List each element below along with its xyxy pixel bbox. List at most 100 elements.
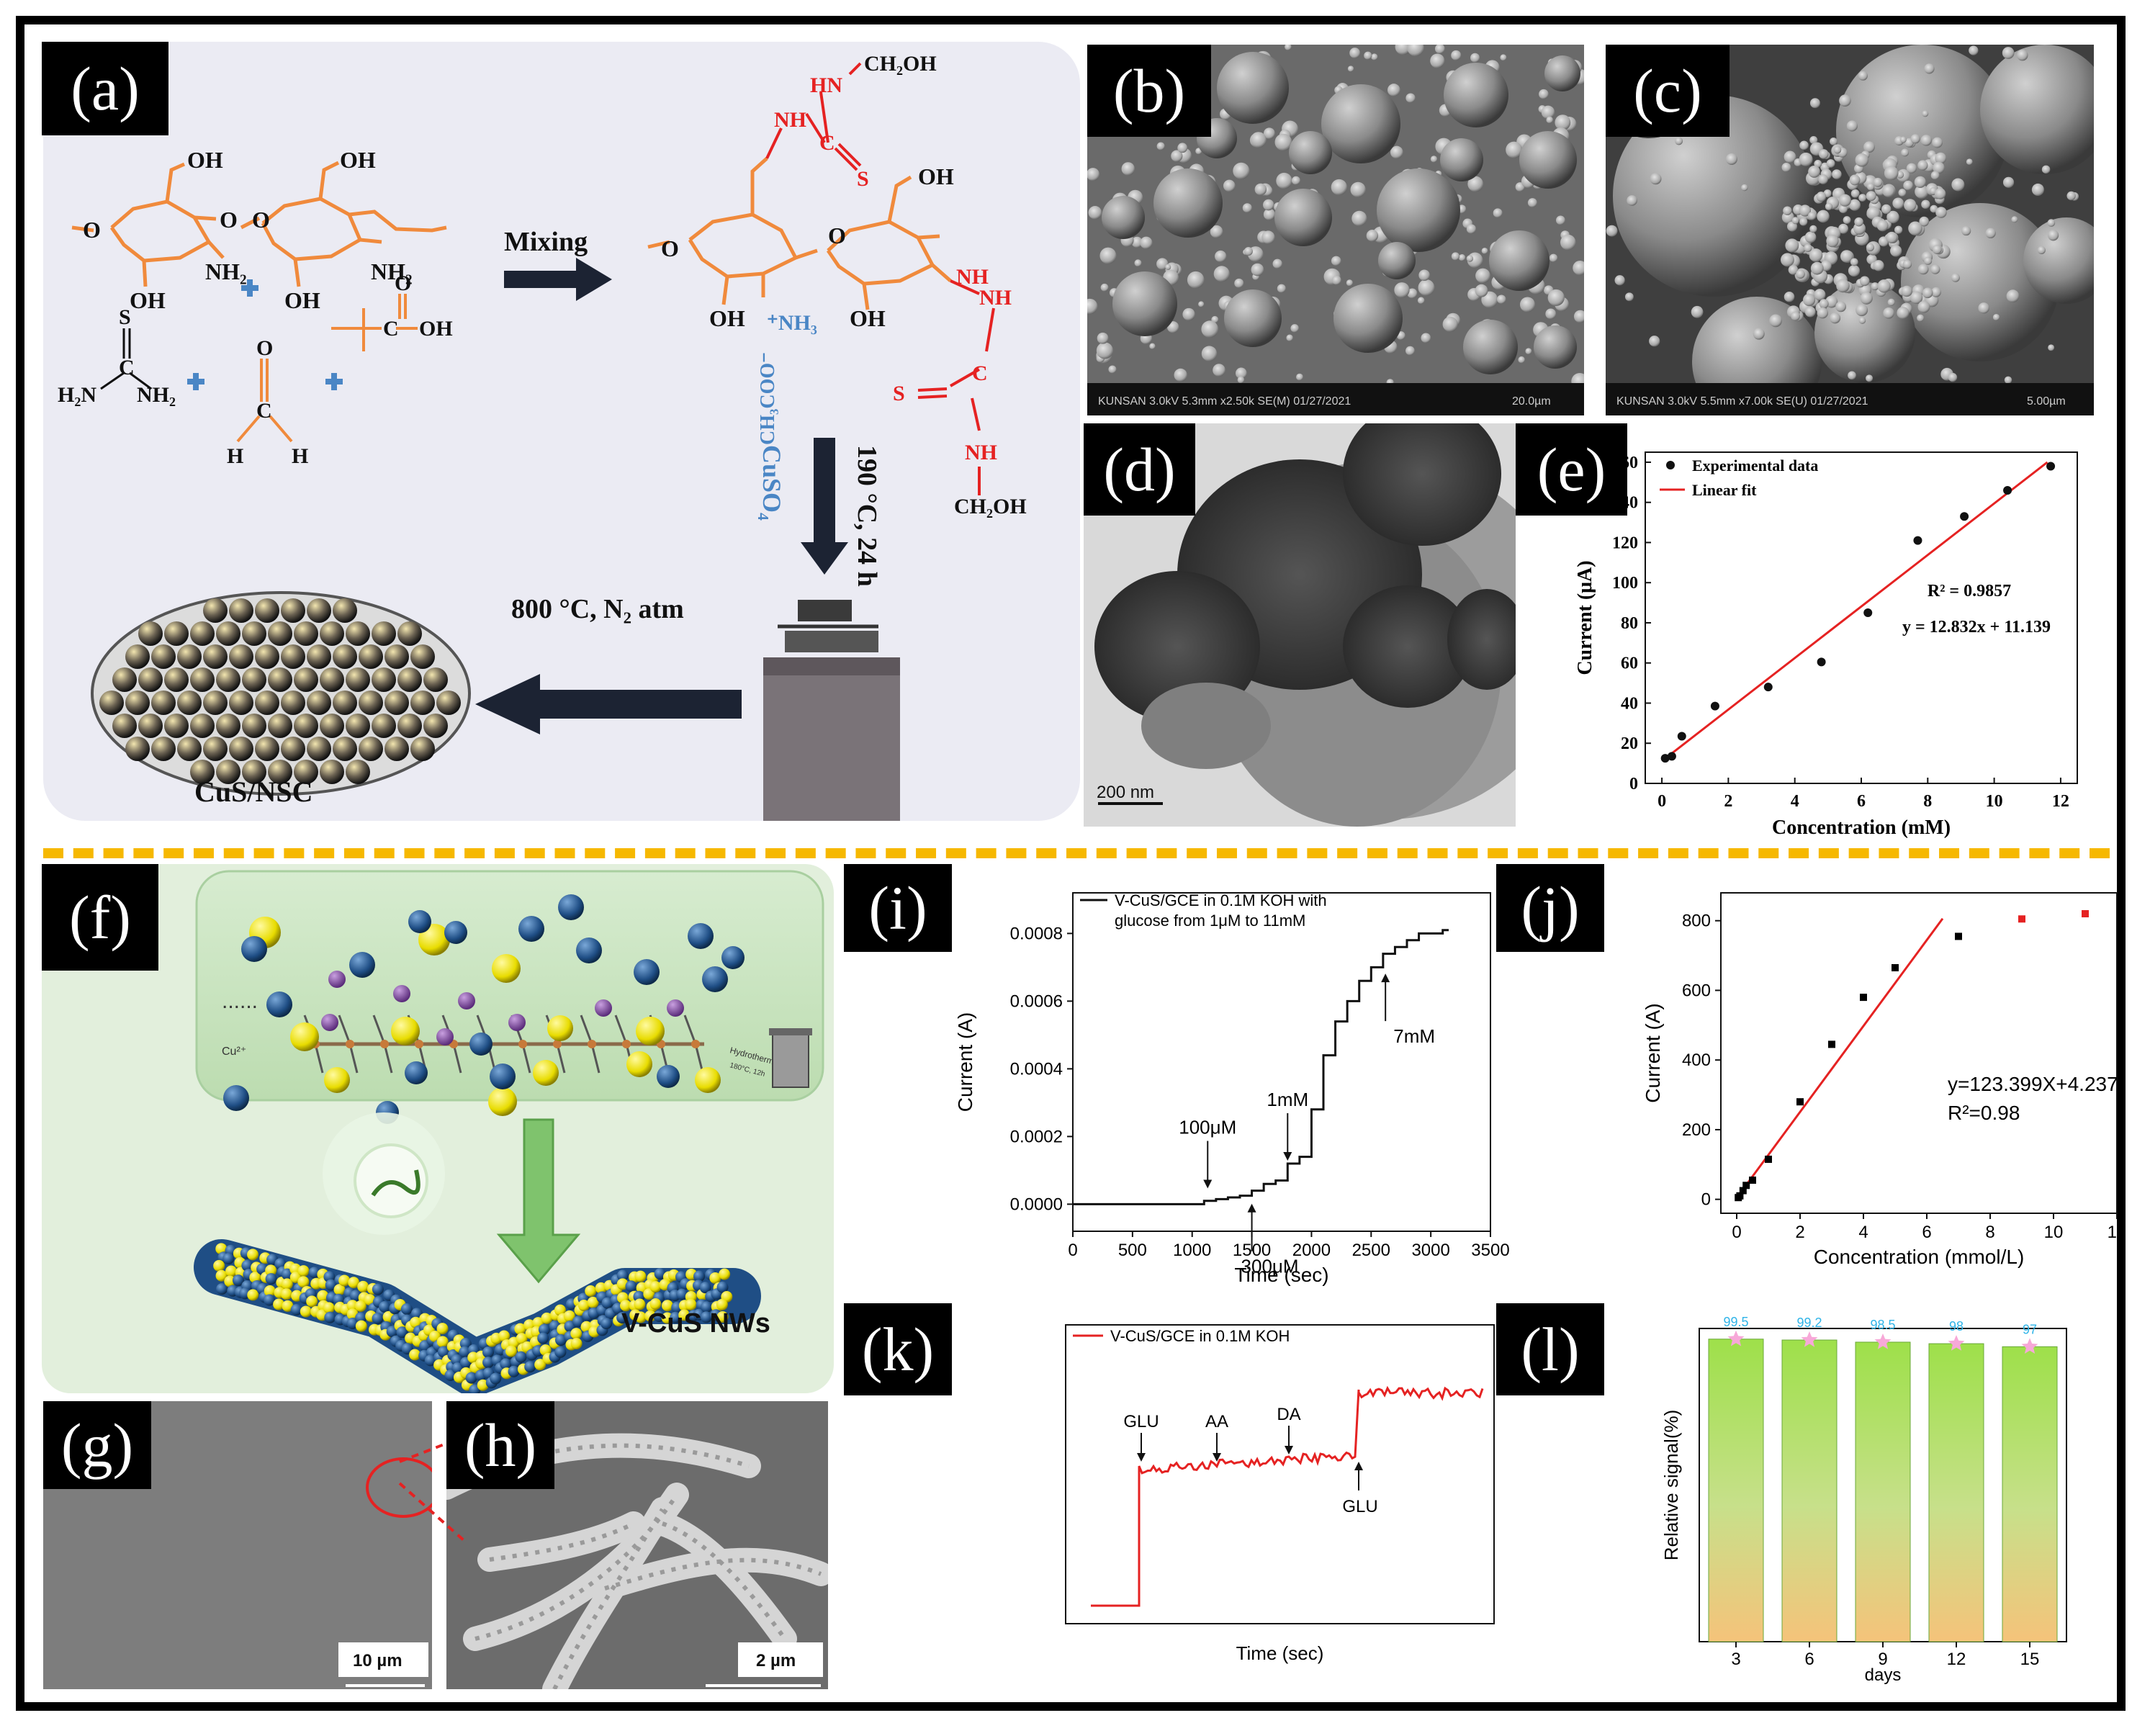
side-chain <box>683 1015 697 1045</box>
sem-particle <box>1840 250 1853 263</box>
sem-particle <box>1573 310 1584 323</box>
sem-particle <box>2066 191 2076 201</box>
nanoparticle-icon <box>138 667 163 692</box>
sem-particle <box>1799 152 1813 166</box>
vanadium-atom-icon <box>458 992 475 1009</box>
sem-particle <box>2011 216 2018 223</box>
nanowire-atom <box>482 1357 495 1369</box>
sem-particle <box>1769 314 1782 328</box>
sem-particle <box>1263 208 1275 220</box>
side-chain <box>580 1015 593 1045</box>
sem-particle <box>1802 293 1816 307</box>
scheme-f-dots: ...... <box>222 989 258 1013</box>
nanowire-atom <box>355 1320 367 1332</box>
sem-particle <box>1286 334 1293 341</box>
sem-particle <box>1121 162 1135 176</box>
sem-particle <box>1858 317 1866 324</box>
ch3coo-label: CH₃COO⁻ <box>757 352 779 445</box>
sem-microsphere <box>1217 52 1289 124</box>
nanoparticle-icon <box>281 598 305 623</box>
sem-particle <box>1934 188 1946 199</box>
s-right: S <box>893 382 905 405</box>
sem-particle <box>1331 256 1341 266</box>
x-tick-label: 0 <box>1068 1241 1077 1260</box>
backbone-node <box>588 1040 596 1048</box>
fit-line <box>1664 461 2048 760</box>
vanadium-atom-icon <box>321 1014 338 1031</box>
sem-particle <box>1366 230 1379 242</box>
sem-particle <box>1924 256 1933 265</box>
label-a: (a) <box>42 42 168 135</box>
sem-particle <box>1884 166 1899 181</box>
nanowire-atom <box>625 1280 637 1292</box>
sem-particle <box>1481 248 1488 254</box>
nanoparticle-icon <box>203 691 228 715</box>
sem-particle <box>1250 132 1267 148</box>
nanowire-atom <box>300 1305 312 1318</box>
sem-particle <box>1966 158 1973 166</box>
sem-particle <box>1156 142 1165 150</box>
nanoparticle-icon <box>346 621 370 646</box>
nanowire-atom <box>213 1259 225 1272</box>
o-left: O <box>661 235 679 261</box>
ch2oh-bottom: CH₂OH <box>954 495 1027 518</box>
nanoparticle-icon <box>242 621 266 646</box>
nanowire-atom <box>265 1273 277 1285</box>
sem-particle <box>1237 376 1245 384</box>
label-c: (c) <box>1606 45 1730 137</box>
thiourea-graft <box>765 91 995 431</box>
sem-particle <box>1350 181 1366 198</box>
sem-particle <box>1166 321 1179 333</box>
sem-particle <box>1809 248 1823 262</box>
nanowire-atom <box>498 1330 510 1342</box>
arrow-head <box>1137 1453 1146 1462</box>
sem-particle <box>1839 94 1851 107</box>
scheme-o-3: O <box>252 207 270 233</box>
nanowire-atom <box>264 1285 276 1297</box>
bar <box>1855 1341 1911 1642</box>
sem-particle <box>1458 254 1466 261</box>
legend-label: V-CuS/GCE in 0.1M KOH with <box>1115 891 1327 909</box>
sem-particle <box>1470 53 1480 63</box>
sem-particle <box>1804 243 1812 252</box>
nanowire-atom <box>247 1289 259 1301</box>
nanoparticle-icon <box>216 621 240 646</box>
acetic-acid <box>331 294 418 351</box>
nanowire-fiber <box>650 1511 797 1651</box>
vanadium-atom-icon <box>595 999 612 1017</box>
sem-particle <box>1850 189 1860 198</box>
scheme-oh-3: OH <box>340 147 376 173</box>
nanoparticle-icon <box>229 691 253 715</box>
sem-particle <box>1177 143 1188 153</box>
scheme-f-ion: Cu²⁺ <box>222 1045 246 1058</box>
nanoparticle-icon <box>333 737 357 761</box>
nh3-label: ⁺NH₃ <box>767 311 817 335</box>
sem-particle <box>1951 273 1960 282</box>
nanoparticle-icon <box>359 737 383 761</box>
sem-particle <box>1475 268 1490 284</box>
sem-particle <box>1810 261 1824 275</box>
copper-atom-icon <box>518 916 544 942</box>
sem-particle <box>1198 301 1205 307</box>
sem-particle <box>1791 217 1799 225</box>
side-chain <box>694 1043 704 1074</box>
y-tick-label: 800 <box>1682 912 1711 931</box>
nanowire-atom <box>265 1264 277 1277</box>
copper-atom-icon <box>223 1085 249 1111</box>
sem-microsphere <box>1112 271 1177 336</box>
sem-particle <box>1785 238 1799 253</box>
nanowire-atom <box>500 1358 512 1370</box>
sem-particle <box>1784 150 1796 163</box>
sem-particle <box>1549 253 1558 263</box>
sem-microsphere <box>2023 217 2094 304</box>
nanoparticle-icon <box>203 598 228 623</box>
sem-particle <box>1430 156 1438 163</box>
sem-microsphere <box>1444 63 1508 127</box>
nanowire-atom <box>685 1298 697 1310</box>
nanowire-atom <box>634 1311 647 1323</box>
x-tick-label: 1000 <box>1173 1241 1211 1260</box>
bar <box>1781 1339 1838 1642</box>
nanoparticle-icon <box>190 621 215 646</box>
